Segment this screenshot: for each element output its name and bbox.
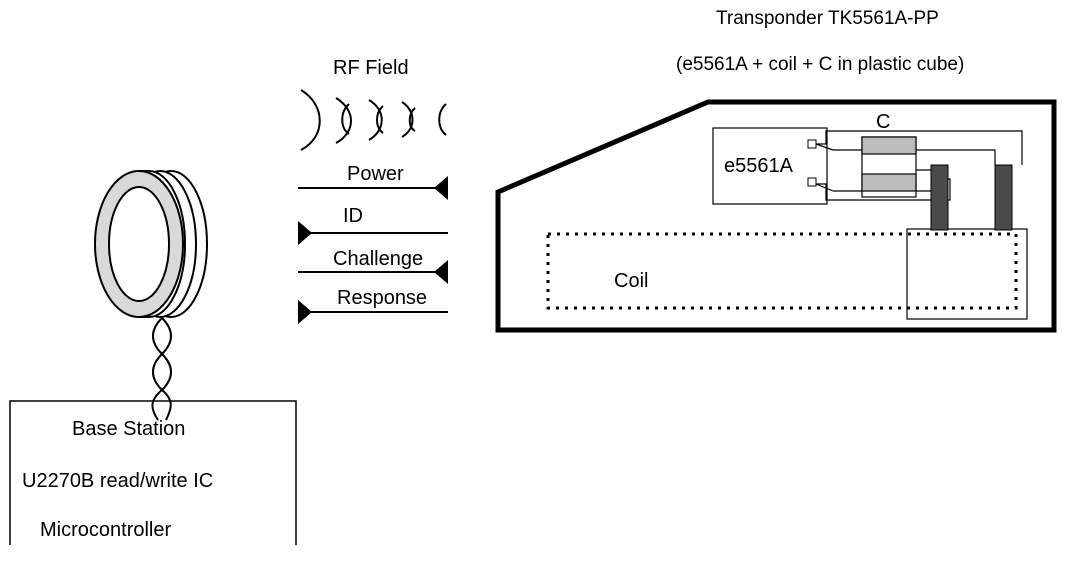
chip-e5561a: e5561A bbox=[712, 127, 828, 205]
capacitor-label: C bbox=[876, 111, 890, 133]
signal-id: ID bbox=[298, 205, 448, 245]
coil-label: Coil bbox=[614, 270, 648, 292]
coil-terminal-left bbox=[930, 164, 949, 231]
arrow-left-icon bbox=[434, 176, 448, 200]
transponder-coil bbox=[546, 232, 1018, 310]
signal-power-label: Power bbox=[347, 163, 404, 185]
signal-response: Response bbox=[298, 287, 448, 324]
base-station-mcu-label: Microcontroller bbox=[40, 519, 171, 541]
signal-challenge-label: Challenge bbox=[333, 248, 423, 270]
arrow-right-icon bbox=[298, 300, 312, 324]
base-station-ic-label: U2270B read/write IC bbox=[22, 470, 213, 492]
signal-id-label: ID bbox=[343, 205, 363, 227]
signal-response-label: Response bbox=[337, 287, 427, 309]
transponder-title: Transponder TK5561A-PP bbox=[716, 8, 939, 29]
base-station-box: Base Station U2270B read/write IC Microc… bbox=[9, 400, 297, 545]
arrow-right-icon bbox=[298, 221, 312, 245]
transponder-subtitle: (e5561A + coil + C in plastic cube) bbox=[676, 54, 964, 75]
base-station-title: Base Station bbox=[72, 418, 185, 440]
base-antenna-coil bbox=[94, 170, 208, 318]
coil-connection-pad bbox=[906, 228, 1028, 320]
capacitor-c: C bbox=[861, 111, 917, 198]
coil-terminal-right bbox=[994, 164, 1013, 231]
transponder-housing bbox=[495, 99, 1057, 333]
signal-challenge: Challenge bbox=[298, 248, 448, 284]
chip-label: e5561A bbox=[724, 155, 794, 177]
rf-field-label: RF Field bbox=[333, 57, 409, 79]
arrow-left-icon bbox=[434, 260, 448, 284]
twisted-pair-leads bbox=[151, 317, 172, 421]
signal-power: Power bbox=[298, 163, 448, 200]
transponder-wiring bbox=[815, 130, 1023, 201]
rf-field-waves bbox=[300, 89, 447, 151]
